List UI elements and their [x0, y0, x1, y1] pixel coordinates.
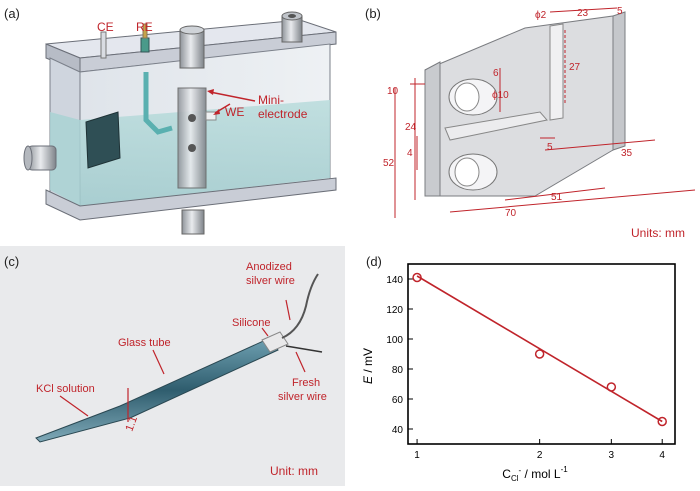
- mini-electrode-label-2: electrode: [258, 107, 308, 121]
- fresh-wire-label-2: silver wire: [278, 391, 327, 403]
- silicone-label: Silicone: [232, 317, 271, 329]
- reference-electrode-drawing: [35, 273, 323, 443]
- panel-b-label: (b): [365, 6, 381, 21]
- dim-4: 4: [407, 148, 413, 159]
- dim-52: 52: [383, 158, 395, 169]
- mould-dimension-labels: ϕ2 23 5 10 6 ϕ10 27 24 4 52 5 35 51 70: [383, 6, 633, 219]
- dim-10: 10: [387, 86, 399, 97]
- fresh-wire-label-1: Fresh: [292, 377, 320, 389]
- data-point: [534, 349, 545, 359]
- panel-c: (c) Anodized silver wire Silico: [0, 246, 345, 486]
- data-point: [412, 272, 422, 283]
- x-axis-label: CCl- / mol L-1: [502, 465, 568, 483]
- re-label: RE: [136, 20, 153, 34]
- dim-35: 35: [621, 148, 633, 159]
- dim-phi10: ϕ10: [492, 90, 509, 101]
- we-label: WE: [225, 105, 245, 119]
- panel-b: (b) ϕ2 23 5 10: [355, 0, 700, 245]
- panel-a-label: (a): [4, 6, 20, 21]
- dim-24: 24: [405, 122, 417, 133]
- x-tick-label: 2: [537, 450, 543, 461]
- data-point: [657, 416, 667, 427]
- y-tick-label: 140: [386, 275, 403, 286]
- dim-27: 27: [569, 62, 581, 73]
- x-tick-label: 1: [414, 450, 420, 461]
- units-label-c: Unit: mm: [270, 464, 318, 478]
- electrochemical-cell-drawing: [23, 11, 337, 235]
- panel-a: (a): [0, 0, 350, 240]
- dim-23: 23: [577, 8, 589, 19]
- mini-electrode-label-1: Mini-: [258, 93, 284, 107]
- dim-1-1: 1.1: [124, 415, 141, 433]
- dim-51: 51: [551, 192, 563, 203]
- y-tick-label: 60: [392, 395, 404, 406]
- potential-vs-concentration-chart: 40 60 80 100 120 140 1 2 3 4 E / mV CCl- / mol L…: [361, 263, 676, 483]
- data-point: [606, 382, 617, 392]
- dim-70: 70: [505, 208, 517, 219]
- reference-electrode-labels: Anodized silver wire Silicone Glass tube…: [36, 261, 327, 433]
- y-tick-label: 100: [386, 335, 403, 346]
- panel-d-label: (d): [366, 254, 382, 269]
- panel-c-label: (c): [4, 254, 20, 269]
- units-label-b: Units: mm: [631, 226, 685, 240]
- y-tick-label: 120: [386, 305, 403, 316]
- y-tick-label: 40: [392, 425, 404, 436]
- dim-5-top: 5: [617, 6, 623, 17]
- x-tick-label: 4: [659, 450, 665, 461]
- ce-label: CE: [97, 20, 114, 34]
- dim-6: 6: [493, 68, 499, 79]
- mould-technical-drawing: [394, 7, 696, 218]
- y-tick-label: 80: [392, 365, 404, 376]
- y-axis-label: E / mV: [361, 348, 375, 384]
- x-tick-label: 3: [609, 450, 615, 461]
- dim-5-mid: 5: [547, 142, 553, 153]
- dim-phi2: ϕ2: [535, 10, 547, 21]
- kcl-solution-label: KCl solution: [36, 383, 95, 395]
- panel-d: (d) 40 60 80 100 120 140 1 2 3 4 E / mV CCl- / m…: [350, 246, 700, 486]
- plot-frame: [407, 263, 676, 445]
- glass-tube-label: Glass tube: [118, 337, 171, 349]
- anodized-label-2: silver wire: [246, 275, 295, 287]
- fit-line: [416, 275, 663, 423]
- anodized-label-1: Anodized: [246, 261, 292, 273]
